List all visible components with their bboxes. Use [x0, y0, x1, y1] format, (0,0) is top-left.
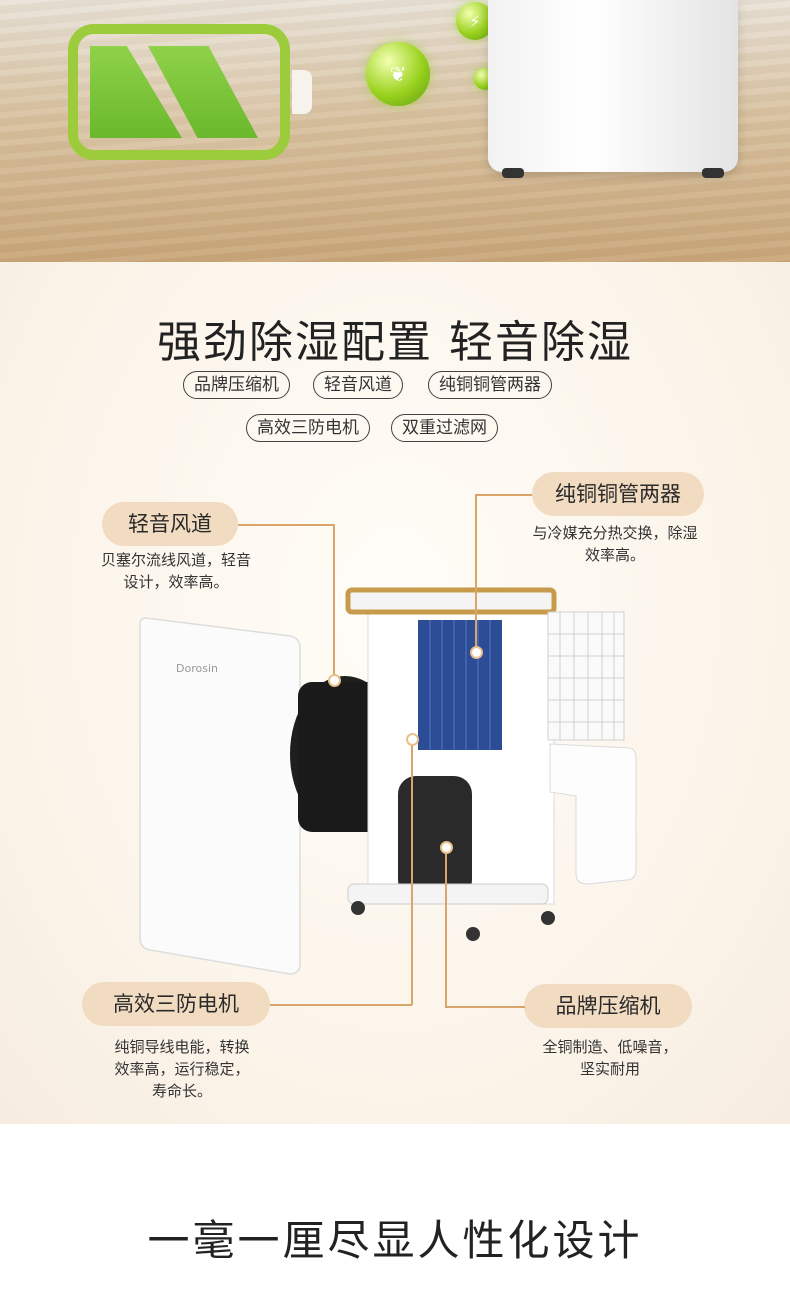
- leaf-icon: ❦: [366, 42, 430, 106]
- top-cover: [345, 587, 557, 615]
- tag-pill: 轻音风道: [313, 371, 403, 399]
- connector-dot: [328, 674, 341, 687]
- water-tank: [549, 743, 637, 885]
- dehumidifier-product-image: [488, 0, 738, 178]
- exploded-dehumidifier-illustration: Dorosin: [139, 587, 637, 975]
- connector-dot: [406, 733, 419, 746]
- tag-pill: 双重过滤网: [391, 414, 498, 442]
- callout-compressor-desc: 全铜制造、低噪音， 坚实耐用: [542, 1038, 678, 1078]
- connector-line: [445, 1006, 525, 1008]
- tag-pill: 纯铜铜管两器: [428, 371, 552, 399]
- copper-coil: [418, 620, 502, 750]
- tag-pill: 品牌压缩机: [183, 371, 290, 399]
- connector-line: [475, 494, 532, 496]
- connector-line: [411, 738, 413, 1005]
- callout-air-duct-desc: 贝塞尔流线风道，轻音 设计，效率高。: [100, 551, 251, 591]
- battery-cap: [292, 70, 312, 114]
- compressor: [398, 776, 472, 898]
- connector-line: [238, 524, 334, 526]
- panel-brand: Dorosin: [176, 662, 218, 675]
- wheel: [502, 168, 524, 178]
- tag-pill: 高效三防电机: [246, 414, 370, 442]
- callout-copper-label: 纯铜铜管两器: [532, 472, 704, 516]
- callout-compressor-label: 品牌压缩机: [524, 984, 692, 1028]
- hero-banner: ❦ ⚡: [0, 0, 790, 262]
- connector-line: [475, 494, 477, 650]
- section-title: 强劲除湿配置 轻音除湿: [157, 317, 633, 368]
- lightning-icon: ⚡: [456, 2, 494, 40]
- base: [347, 883, 549, 905]
- callout-air-duct-label: 轻音风道: [102, 502, 238, 546]
- connector-line: [333, 524, 335, 678]
- callout-copper-desc: 与冷媒充分热交换，除湿 效率高。: [532, 524, 698, 564]
- battery-icon: [68, 24, 290, 160]
- callout-motor-label: 高效三防电机: [82, 982, 270, 1026]
- connector-dot: [470, 646, 483, 659]
- footer-title: 一毫一厘尽显人性化设计: [147, 1216, 643, 1265]
- filter-mesh: [547, 611, 625, 741]
- connector-dot: [440, 841, 453, 854]
- wheel: [702, 168, 724, 178]
- callout-motor-desc: 纯铜导线电能，转换 效率高，运行稳定， 寿命长。: [114, 1038, 250, 1100]
- connector-line: [445, 846, 447, 1007]
- connector-line: [270, 1004, 412, 1006]
- front-panel: [139, 617, 301, 975]
